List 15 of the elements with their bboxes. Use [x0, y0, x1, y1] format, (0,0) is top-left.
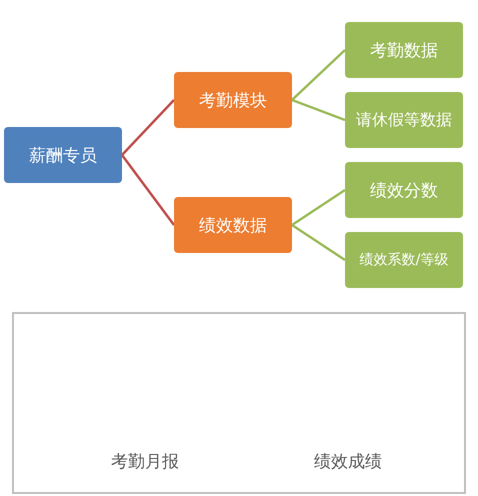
- process-box: 考勤模块: [174, 72, 292, 128]
- process-box: 薪酬专员: [4, 127, 122, 183]
- process-box: 请休假等数据: [345, 92, 463, 148]
- connector-line: [292, 98, 346, 122]
- connector-line: [291, 49, 346, 101]
- file-caption: 考勤月报: [111, 451, 179, 473]
- file-caption: 绩效成绩: [314, 451, 382, 473]
- connector-line: [291, 188, 346, 226]
- connector-line: [291, 224, 346, 262]
- process-box: 绩效系数/等级: [345, 232, 463, 288]
- process-box: 绩效数据: [174, 197, 292, 253]
- connector-line: [121, 154, 175, 226]
- process-box: 绩效分数: [345, 162, 463, 218]
- connector-line: [121, 99, 175, 156]
- process-box: 考勤数据: [345, 22, 463, 78]
